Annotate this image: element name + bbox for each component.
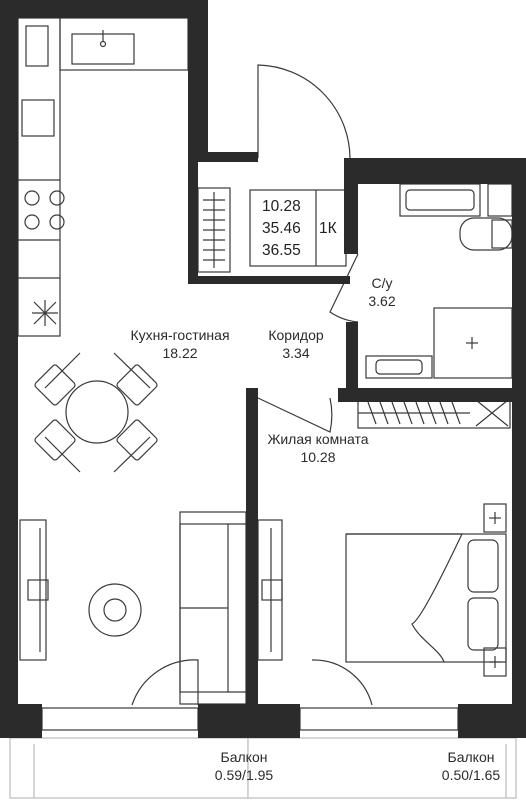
room-name: Кухня-гостиная bbox=[130, 327, 230, 343]
kitchen-counter bbox=[17, 17, 61, 337]
room-label-bedroom: Жилая комната 10.28 bbox=[267, 430, 368, 466]
window-left bbox=[19, 519, 49, 661]
room-name: Жилая комната bbox=[267, 431, 369, 447]
nightstand-top bbox=[483, 503, 507, 533]
room-label-kitchen: Кухня-гостиная 18.22 bbox=[130, 326, 229, 362]
bathroom-door bbox=[329, 253, 359, 323]
extractor-icon bbox=[32, 300, 58, 326]
balcony-door-right bbox=[299, 659, 459, 731]
total-area-with-balcony-value: 36.55 bbox=[262, 242, 301, 259]
room-label-bathroom: С/у 3.62 bbox=[368, 274, 395, 310]
double-bed bbox=[345, 533, 507, 663]
room-area: 0.50/1.65 bbox=[441, 767, 501, 783]
entry-door bbox=[257, 64, 351, 159]
living-area-value: 10.28 bbox=[262, 198, 301, 215]
window-bedroom bbox=[257, 519, 283, 661]
room-name: Балкон bbox=[220, 749, 268, 765]
shower-tray bbox=[433, 307, 513, 379]
room-label-corridor: Коридор 3.34 bbox=[268, 326, 323, 362]
stove-icon bbox=[24, 190, 65, 230]
room-area: 3.62 bbox=[368, 293, 396, 309]
room-name: Балкон bbox=[447, 749, 495, 765]
bedroom-door bbox=[257, 397, 333, 433]
balcony-right bbox=[247, 737, 517, 799]
nightstand-bottom bbox=[483, 647, 507, 677]
bathroom-sink bbox=[365, 355, 433, 379]
room-area: 0.59/1.95 bbox=[214, 767, 274, 783]
room-label-balcony-left: Балкон 0.59/1.95 bbox=[215, 748, 273, 784]
room-area: 3.34 bbox=[282, 345, 310, 361]
room-area: 10.28 bbox=[300, 449, 336, 465]
total-area-value: 35.46 bbox=[262, 220, 301, 237]
washer bbox=[487, 183, 513, 217]
walls bbox=[0, 0, 526, 738]
sofa bbox=[179, 511, 247, 705]
room-count: 1К bbox=[319, 220, 337, 237]
room-area: 18.22 bbox=[162, 345, 198, 361]
top-counter bbox=[59, 17, 189, 71]
room-name: Коридор bbox=[268, 327, 324, 343]
bedroom-wardrobe bbox=[357, 397, 511, 429]
balcony-door-left bbox=[41, 659, 199, 731]
room-name: С/у bbox=[371, 275, 393, 291]
room-label-balcony-right: Балкон 0.50/1.65 bbox=[442, 748, 500, 784]
round-lamp bbox=[88, 583, 142, 637]
hall-wardrobe bbox=[197, 187, 231, 273]
dining-table bbox=[34, 352, 158, 473]
balcony-left bbox=[9, 737, 249, 799]
bathtub bbox=[399, 183, 481, 217]
toilet bbox=[459, 217, 513, 251]
info-box-areas: 10.28 35.46 36.55 bbox=[262, 196, 301, 262]
